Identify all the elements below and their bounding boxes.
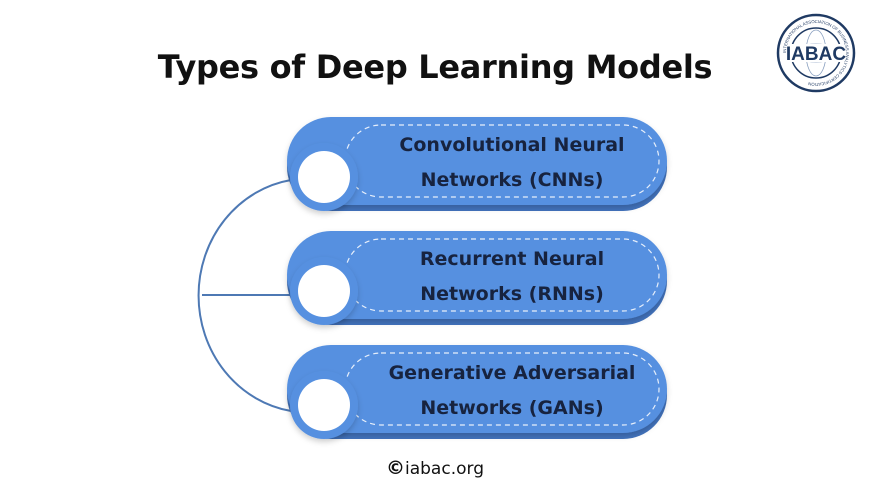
node-circle [298, 379, 350, 431]
node-label-line2: Networks (CNNs) [421, 169, 604, 191]
page-title: Types of Deep Learning Models [157, 48, 713, 86]
node-circle [298, 265, 350, 317]
pill-dashed-border [344, 124, 660, 198]
footer-site: iabac.org [405, 459, 484, 479]
footer: ©iabac.org [0, 457, 870, 479]
pill-shape [287, 231, 667, 319]
pill-dashed-border [344, 352, 660, 426]
connector-arc [197, 179, 292, 412]
node-label-line2: Networks (RNNs) [420, 283, 604, 305]
pill-shape [287, 117, 667, 205]
copyright-icon: © [386, 457, 405, 479]
pill-shape [287, 345, 667, 433]
node-label-line1: Convolutional Neural [399, 134, 624, 156]
node-label-line1: Recurrent Neural [420, 248, 604, 270]
iabac-logo: IABAC INTERNATIONAL ASSOCIATION OF BUSIN… [776, 13, 856, 93]
logo-text: IABAC [786, 44, 846, 65]
node-label-line2: Networks (GANs) [420, 397, 603, 419]
pill-dashed-border [344, 238, 660, 312]
node-label-line1: Generative Adversarial [389, 362, 636, 384]
node-circle [298, 151, 350, 203]
